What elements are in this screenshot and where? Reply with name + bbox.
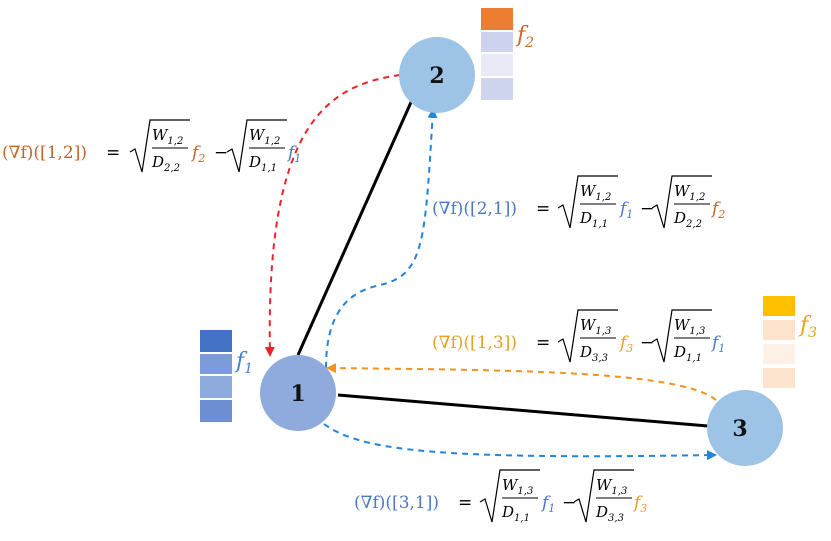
- equation-grad-2-1: (∇f)([2,1]) = W1,2 D1,1 f1 − W1,2 D2,2 f…: [432, 175, 725, 230]
- svg-text:f2: f2: [190, 143, 205, 165]
- node-1[interactable]: 1: [260, 355, 336, 431]
- svg-text:(∇f)([1,2]): (∇f)([1,2]): [2, 143, 87, 163]
- f1-cell: [200, 376, 232, 398]
- f3-cell: [763, 344, 795, 364]
- svg-text:W1,2: W1,2: [249, 126, 280, 147]
- svg-text:−: −: [640, 333, 654, 353]
- svg-text:f3: f3: [618, 333, 633, 355]
- svg-text:W1,2: W1,2: [580, 182, 611, 203]
- edge-1-2: [296, 99, 414, 356]
- svg-text:(∇f)([2,1]): (∇f)([2,1]): [432, 199, 517, 219]
- svg-text:(∇f)([1,3]): (∇f)([1,3]): [432, 333, 517, 353]
- node-3[interactable]: 3: [707, 390, 783, 466]
- svg-text:D1,1: D1,1: [501, 503, 530, 524]
- svg-text:f1: f1: [618, 199, 633, 221]
- f2-cell: [481, 32, 513, 52]
- f2-label: f2: [515, 23, 534, 51]
- svg-text:f1: f1: [286, 143, 301, 165]
- f2-cell: [481, 78, 513, 100]
- f3-label: f3: [798, 313, 817, 341]
- signal-f2-vector: f2: [481, 8, 534, 100]
- f1-cell: [200, 330, 232, 352]
- svg-text:D2,2: D2,2: [673, 209, 702, 230]
- node-2[interactable]: 2: [399, 37, 475, 113]
- svg-text:=: =: [106, 143, 120, 163]
- f3-cell: [763, 296, 795, 316]
- svg-text:=: =: [536, 199, 550, 219]
- svg-text:W1,2: W1,2: [152, 126, 183, 147]
- svg-text:D1,1: D1,1: [673, 343, 702, 364]
- arrow-1-to-3: [323, 423, 717, 461]
- edge-1-3: [337, 393, 709, 428]
- signal-f3-vector: f3: [763, 296, 817, 388]
- svg-text:W1,3: W1,3: [596, 476, 627, 497]
- svg-text:W1,3: W1,3: [502, 476, 533, 497]
- f1-label: f1: [234, 349, 253, 377]
- signal-f1-vector: f1: [200, 330, 253, 422]
- f3-cell: [763, 368, 795, 388]
- svg-text:(∇f)([3,1]): (∇f)([3,1]): [354, 493, 439, 513]
- node-2-label: 2: [429, 63, 444, 89]
- svg-text:−: −: [214, 143, 228, 163]
- arrow-1-to-2: [325, 108, 438, 369]
- arrow-3-to-1: [326, 363, 717, 401]
- svg-text:=: =: [536, 333, 550, 353]
- svg-text:=: =: [458, 493, 472, 513]
- arrow-2-to-1: [264, 74, 401, 357]
- svg-text:D1,1: D1,1: [579, 209, 608, 230]
- f2-cell: [481, 8, 513, 30]
- equation-grad-1-3: (∇f)([1,3]) = W1,3 D3,3 f3 − W1,3 D1,1 f…: [432, 309, 725, 364]
- svg-text:D3,3: D3,3: [595, 503, 624, 524]
- svg-text:f1: f1: [540, 493, 555, 515]
- svg-text:D2,2: D2,2: [151, 153, 180, 174]
- svg-text:f2: f2: [710, 199, 725, 221]
- node-1-label: 1: [290, 381, 305, 407]
- f2-cell: [481, 54, 513, 76]
- svg-text:W1,3: W1,3: [580, 316, 611, 337]
- f1-cell: [200, 354, 232, 374]
- node-3-label: 3: [732, 416, 747, 442]
- f1-cell: [200, 400, 232, 422]
- svg-text:W1,3: W1,3: [674, 316, 705, 337]
- equation-grad-3-1: (∇f)([3,1]) = W1,3 D1,1 f1 − W1,3 D3,3 f…: [354, 469, 647, 524]
- svg-text:W1,2: W1,2: [674, 182, 705, 203]
- svg-text:f3: f3: [632, 493, 647, 515]
- svg-text:D1,1: D1,1: [248, 153, 277, 174]
- svg-text:−: −: [562, 493, 576, 513]
- f3-cell: [763, 320, 795, 340]
- svg-text:D3,3: D3,3: [579, 343, 608, 364]
- svg-text:f1: f1: [710, 333, 725, 355]
- equation-grad-1-2: (∇f)([1,2]) = W1,2 D2,2 f2 − W1,2 D1,1 f…: [2, 119, 301, 174]
- svg-text:−: −: [640, 199, 654, 219]
